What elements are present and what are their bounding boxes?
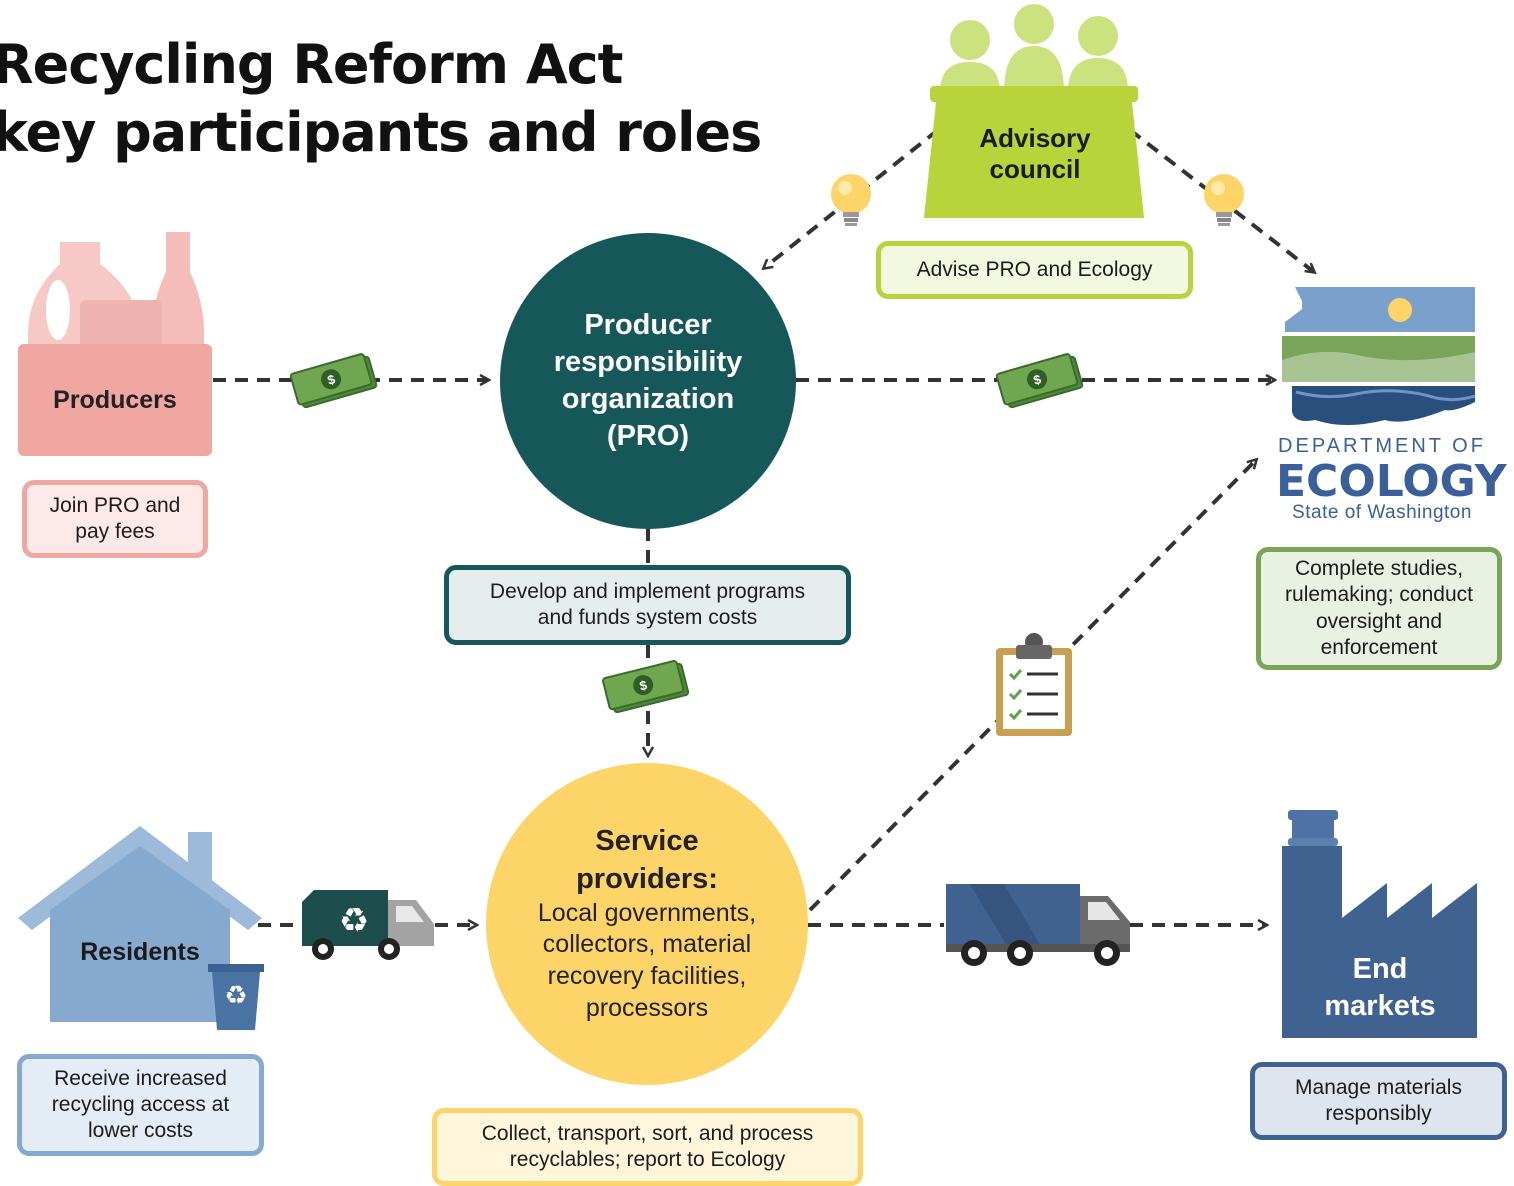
end-markets-line-2: markets bbox=[1324, 990, 1436, 1022]
lightbulb-icon bbox=[1204, 174, 1244, 226]
people-icon bbox=[940, 4, 1128, 92]
pro-circle: Producer responsibility organization (PR… bbox=[500, 233, 796, 529]
pro-line-4: (PRO) bbox=[606, 419, 690, 452]
end-markets-label: End markets bbox=[1290, 950, 1470, 1026]
recycling-truck-icon: ♻ bbox=[302, 890, 434, 960]
pro-line-3: organization bbox=[561, 383, 735, 415]
house-icon bbox=[18, 826, 262, 1022]
end-markets-role: Manage materials responsibly bbox=[1250, 1062, 1507, 1140]
money-icon bbox=[601, 658, 690, 715]
title-line-2: key participants and roles bbox=[0, 101, 762, 164]
ecology-name: ECOLOGY bbox=[1276, 456, 1507, 507]
ecology-logo bbox=[1282, 287, 1476, 425]
residents-label: Residents bbox=[80, 937, 200, 966]
advisory-line-1: Advisory bbox=[979, 122, 1091, 153]
advisory-council-shape bbox=[924, 86, 1144, 218]
lightbulb-icon bbox=[831, 174, 871, 226]
ecology-dept-of: DEPARTMENT OF bbox=[1278, 435, 1486, 457]
advisory-label: Advisory council bbox=[950, 118, 1120, 190]
money-icon bbox=[289, 351, 378, 410]
svg-text:♻: ♻ bbox=[224, 981, 247, 1011]
pro-role: Develop and implement programs and funds… bbox=[444, 565, 851, 645]
svg-text:♻: ♻ bbox=[339, 901, 369, 941]
pro-line-2: responsibility bbox=[553, 346, 743, 379]
producers-label: Producers bbox=[53, 385, 177, 414]
pro-line-1: Producer bbox=[584, 309, 712, 342]
ecology-role: Complete studies, rulemaking; conduct ov… bbox=[1256, 547, 1502, 670]
advisory-role: Advise PRO and Ecology bbox=[876, 241, 1193, 299]
product-bottles-icon bbox=[28, 232, 204, 354]
service-desc-3: recovery facilities, bbox=[547, 962, 747, 991]
residents-role: Receive increased recycling access at lo… bbox=[17, 1054, 264, 1156]
service-desc-4: processors bbox=[585, 993, 709, 1022]
money-icon bbox=[995, 351, 1084, 410]
service-title-2: providers: bbox=[576, 862, 718, 895]
title-line-1: Recycling Reform Act bbox=[0, 33, 623, 96]
end-markets-line-1: End bbox=[1352, 952, 1408, 985]
factory-icon bbox=[1282, 810, 1477, 1038]
recycle-bin-icon: ♻ bbox=[208, 964, 264, 1030]
service-role: Collect, transport, sort, and process re… bbox=[432, 1108, 863, 1186]
service-desc-2: collectors, material bbox=[542, 930, 752, 959]
producers-role: Join PRO and pay fees bbox=[22, 480, 208, 558]
ecology-state: State of Washington bbox=[1292, 502, 1472, 523]
advisory-line-2: council bbox=[989, 154, 1081, 184]
producers-box bbox=[18, 344, 212, 456]
service-title-1: Service bbox=[595, 825, 699, 858]
service-circle: Service providers: Local governments, co… bbox=[486, 763, 808, 1085]
clipboard-checklist-icon bbox=[996, 633, 1072, 736]
service-desc-1: Local governments, bbox=[537, 898, 757, 927]
delivery-truck-icon bbox=[946, 884, 1130, 966]
